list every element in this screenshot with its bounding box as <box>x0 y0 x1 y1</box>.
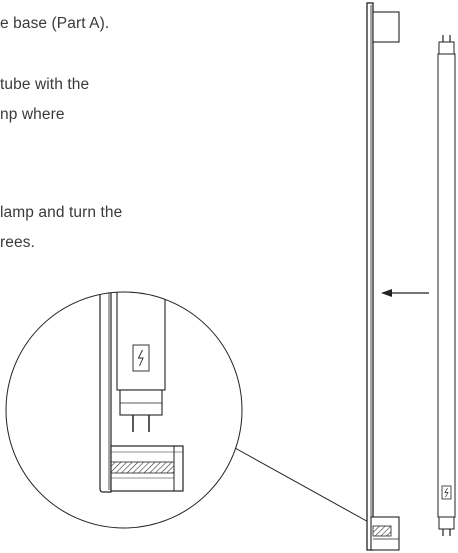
instruction-line-3: np where <box>0 106 65 123</box>
detail-view <box>5 291 243 529</box>
instruction-line-1: e base (Part A). <box>0 15 110 32</box>
top-lamp-holder <box>372 11 400 43</box>
led-tube <box>437 35 456 536</box>
arrow-left-icon <box>381 289 429 297</box>
detail-lightning-icon <box>132 344 150 372</box>
tube-lightning-icon <box>441 485 452 500</box>
fixture-base <box>366 2 374 551</box>
instruction-line-2: tube with the <box>0 76 90 93</box>
instruction-line-5: rees. <box>0 234 35 251</box>
bottom-lamp-holder <box>370 516 400 551</box>
instruction-line-4: lamp and turn the <box>0 204 123 221</box>
detail-leader-line <box>234 447 373 525</box>
